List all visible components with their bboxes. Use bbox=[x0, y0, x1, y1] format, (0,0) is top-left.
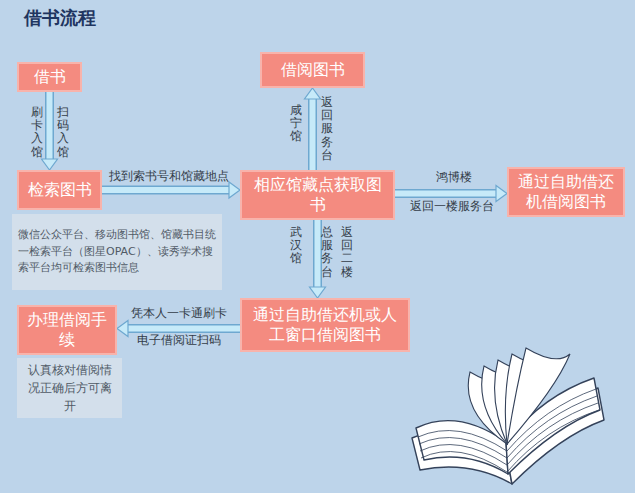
page-edges bbox=[418, 389, 599, 472]
arrow-body bbox=[47, 92, 53, 160]
arrow-note: 鸿博楼 bbox=[436, 170, 472, 184]
arrow-head bbox=[310, 287, 326, 298]
page-edge bbox=[419, 438, 507, 458]
arrow-body bbox=[395, 191, 497, 197]
process-box: 借阅图书 bbox=[260, 52, 365, 88]
arrow-head bbox=[229, 182, 240, 198]
arrow-body bbox=[315, 220, 321, 288]
node-text: 通过自助借还机借阅图书 bbox=[514, 172, 618, 212]
page-edge bbox=[421, 452, 507, 472]
node-text: 借阅图书 bbox=[281, 60, 345, 80]
arrow-body bbox=[102, 187, 230, 193]
diagram-title: 借书流程 bbox=[24, 6, 96, 30]
arrow-outline bbox=[395, 189, 497, 198]
lifted-page bbox=[507, 348, 570, 444]
page-edge bbox=[418, 431, 507, 451]
page-edge bbox=[507, 396, 597, 458]
process-box: 通过自助借还机或人工窗口借阅图书 bbox=[240, 298, 410, 352]
node-text: 办理借阅手续 bbox=[24, 310, 110, 350]
flow-arrow bbox=[102, 182, 240, 198]
arrow-note: 总服务台 bbox=[321, 226, 333, 279]
arrow-note: 返回服务台 bbox=[321, 96, 333, 162]
arrow-head bbox=[496, 186, 507, 202]
arrow-note: 返回一楼服务台 bbox=[410, 199, 494, 213]
arrow-outline bbox=[308, 98, 317, 170]
node-text: 相应馆藏点获取图书 bbox=[247, 175, 388, 215]
page-edge bbox=[507, 410, 599, 472]
note-box: 认真核对借阅情况正确后方可离开 bbox=[17, 358, 122, 418]
flow-arrow bbox=[42, 92, 58, 170]
process-box: 通过自助借还机借阅图书 bbox=[507, 167, 625, 217]
process-box: 办理借阅手续 bbox=[17, 305, 117, 355]
arrow-outline bbox=[313, 220, 322, 288]
arrow-note: 武汉馆 bbox=[290, 226, 302, 266]
arrow-body bbox=[310, 98, 316, 170]
arrow-note: 找到索书号和馆藏地点 bbox=[109, 169, 229, 183]
note-box: 微信公众平台、移动图书馆、馆藏书目统一检索平台（图星OPAC）、读秀学术搜索平台… bbox=[12, 214, 222, 290]
arrow-outline bbox=[45, 92, 54, 160]
arrow-note: 咸宁馆 bbox=[290, 104, 302, 144]
process-box: 借书 bbox=[17, 62, 82, 92]
process-box: 检索图书 bbox=[17, 170, 102, 210]
node-text: 微信公众平台、移动图书馆、馆藏书目统一检索平台（图星OPAC）、读秀学术搜索平台… bbox=[18, 227, 216, 277]
node-text: 通过自助借还机或人工窗口借阅图书 bbox=[247, 305, 403, 345]
page-edge bbox=[507, 403, 598, 465]
arrow-note: 刷卡入馆 bbox=[31, 106, 43, 159]
node-text: 检索图书 bbox=[28, 180, 92, 200]
arrow-head bbox=[305, 88, 321, 99]
process-box: 相应馆藏点获取图书 bbox=[240, 170, 395, 220]
arrow-note: 凭本人一卡通刷卡 bbox=[131, 306, 227, 320]
arrow-body bbox=[127, 326, 240, 332]
arrow-note: 电子借阅证扫码 bbox=[137, 333, 221, 347]
arrow-head bbox=[117, 321, 128, 337]
node-text: 认真核对借阅情况正确后方可离开 bbox=[23, 361, 116, 415]
book-pages bbox=[468, 348, 570, 444]
node-text: 借书 bbox=[34, 67, 66, 87]
arrow-head bbox=[42, 159, 58, 170]
arrow-note: 返回二楼 bbox=[341, 226, 353, 279]
page-edge bbox=[507, 389, 596, 451]
arrow-outline bbox=[102, 186, 230, 195]
arrow-outline bbox=[127, 324, 240, 333]
arrow-note: 扫码入馆 bbox=[57, 106, 69, 159]
page-edge bbox=[420, 445, 507, 465]
flow-arrow bbox=[305, 88, 321, 170]
